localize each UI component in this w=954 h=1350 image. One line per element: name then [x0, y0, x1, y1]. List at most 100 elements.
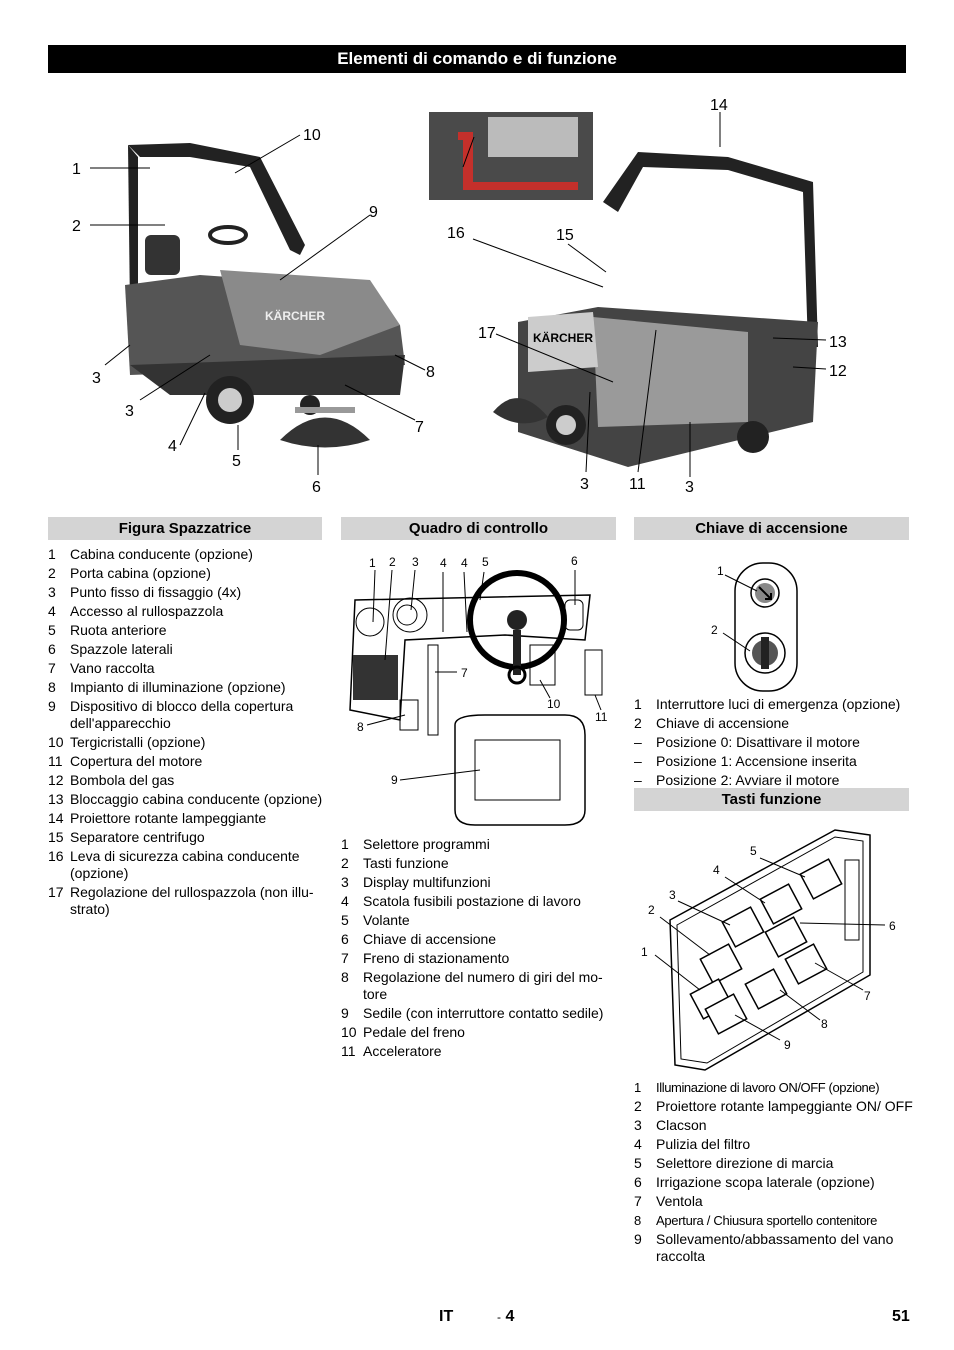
callout: 3	[92, 370, 101, 387]
sweeper-rear-figure: KÄRCHER 14 16 15 17 13 12 3 11 3	[428, 92, 868, 500]
callout: 6	[889, 919, 896, 933]
section-heading-tasti: Tasti funzione	[634, 788, 909, 811]
section-heading-chiave: Chiave di accensione	[634, 517, 909, 540]
callout: 1	[717, 564, 724, 578]
footer-language: IT	[439, 1308, 454, 1325]
callout: 5	[750, 844, 757, 858]
brand-label: KÄRCHER	[533, 330, 593, 345]
hopper-lift-button	[704, 993, 748, 1035]
callout: 17	[478, 325, 496, 342]
callout: 1	[641, 945, 648, 959]
side-brush-water-button	[764, 916, 808, 958]
callout: 11	[595, 710, 608, 724]
callout: 4	[440, 556, 447, 570]
hazard-icon	[758, 586, 772, 600]
callout: 4	[461, 556, 468, 570]
callout: 8	[426, 364, 435, 381]
callout: 12	[829, 363, 847, 380]
fan-button	[784, 943, 828, 985]
callout: 9	[784, 1038, 791, 1052]
callout: 8	[357, 720, 364, 734]
horn-button	[721, 906, 765, 948]
callout: 9	[391, 773, 398, 787]
callout: 6	[312, 479, 321, 496]
callout: 7	[415, 419, 424, 436]
callout: 11	[629, 476, 646, 493]
list-item: –Posizione 0: Disattivare il motore	[634, 734, 860, 750]
hazard-switch	[750, 578, 780, 608]
list-item: –Posizione 2: Avviare il motore	[634, 772, 840, 788]
callout: 14	[710, 97, 728, 114]
beacon-button	[699, 943, 743, 985]
callout: 16	[447, 225, 465, 242]
callout: 1	[72, 161, 81, 178]
callout: 5	[232, 453, 241, 470]
dashboard-figure: 1 2 3 4 4 5 6 7 8 9 10 11	[345, 550, 610, 835]
ignition-key	[744, 632, 786, 674]
seat	[454, 714, 586, 826]
sweeper-front-figure: KÄRCHER 1 2 3 3 4 5 6 7 8	[70, 95, 450, 500]
section-heading-figura: Figura Spazzatrice	[48, 517, 322, 540]
page-title: Elementi di comando e di funzione	[48, 45, 906, 73]
callout: 5	[482, 555, 489, 569]
callout: 1	[369, 556, 376, 570]
callout: 3	[125, 403, 134, 420]
ignition-key-figure: 1 2	[705, 555, 805, 695]
callout: 2	[389, 555, 396, 569]
callout: 3	[669, 888, 676, 902]
callout: 8	[821, 1017, 828, 1031]
function-keypad	[353, 655, 398, 700]
footer-section-page: - 4	[497, 1308, 515, 1325]
callout: 2	[711, 623, 718, 637]
direction-selector-button	[799, 858, 843, 900]
callout: 2	[72, 218, 81, 235]
keypad-plate	[669, 829, 871, 1071]
callout: 4	[168, 438, 177, 455]
list-item: –Posizione 1: Accensione inserita	[634, 753, 857, 769]
filter-clean-button	[759, 883, 803, 925]
callout: 7	[461, 666, 468, 680]
machine-cover	[220, 270, 400, 355]
callout: 9	[369, 204, 378, 221]
callout: 3	[580, 476, 589, 493]
callout: 2	[648, 903, 655, 917]
section-heading-quadro: Quadro di controllo	[341, 517, 616, 540]
engine-cover	[593, 317, 748, 427]
callout: 3	[685, 479, 694, 496]
